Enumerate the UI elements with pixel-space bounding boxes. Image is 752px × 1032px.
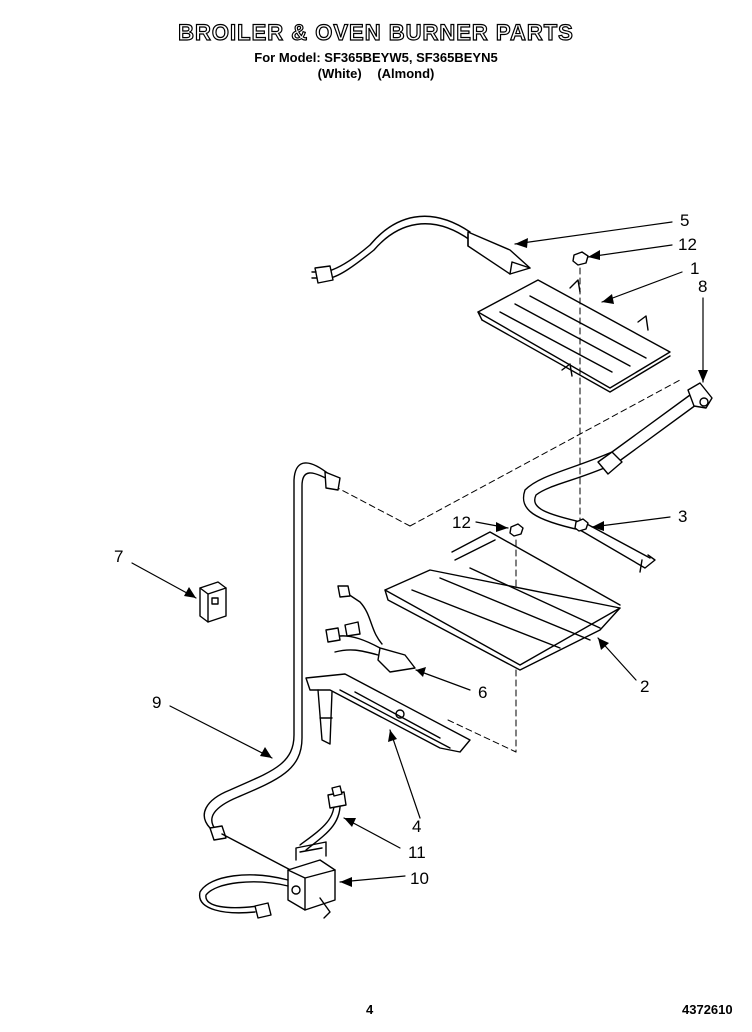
callout-5: 5 <box>680 211 689 230</box>
callout-4: 4 <box>412 817 421 836</box>
callout-12-mid: 12 <box>452 513 471 532</box>
callout-3: 3 <box>678 507 687 526</box>
callout-9: 9 <box>152 693 161 712</box>
page-number: 4 <box>366 1002 374 1017</box>
part-7-switch <box>199 581 227 623</box>
part-12-nut-mid <box>509 523 524 537</box>
color-almond: (Almond) <box>377 66 435 81</box>
part-12-nut-top <box>572 251 589 266</box>
callout-8: 8 <box>698 277 707 296</box>
part-3-broil-burner <box>522 394 701 573</box>
part-8-orifice <box>687 382 713 409</box>
color-variants: (White) (Almond) <box>0 66 752 81</box>
callout-6: 6 <box>478 683 487 702</box>
part-6-igniter <box>325 585 416 673</box>
document-number: 4372610 <box>682 1002 733 1017</box>
alignment-lines <box>333 267 681 753</box>
page-title: BROILER & OVEN BURNER PARTS <box>178 19 574 45</box>
callout-10: 10 <box>410 869 429 888</box>
model-line: For Model: SF365BEYW5, SF365BEYN5 <box>254 50 498 65</box>
callout-12-top: 12 <box>678 235 697 254</box>
callout-1: 1 <box>690 259 699 278</box>
part-10-valve <box>199 841 336 919</box>
part-5-igniter <box>311 215 531 284</box>
callout-11: 11 <box>408 843 426 862</box>
part-12-nut-bottom <box>574 518 589 532</box>
part-4-oven-burner <box>305 673 471 753</box>
part-11-tube <box>299 785 347 851</box>
part-2-oven-baffle <box>384 531 621 671</box>
leader-arrowheads <box>184 238 708 887</box>
callout-2: 2 <box>640 677 649 696</box>
part-9-gas-tube <box>203 462 341 876</box>
callout-7: 7 <box>114 547 123 566</box>
color-white: (White) <box>317 66 362 81</box>
callout-numbers: 5 12 1 8 3 12 7 2 6 9 4 11 10 <box>114 211 707 888</box>
part-1-broil-shield <box>477 279 671 393</box>
leader-lines <box>131 221 704 883</box>
